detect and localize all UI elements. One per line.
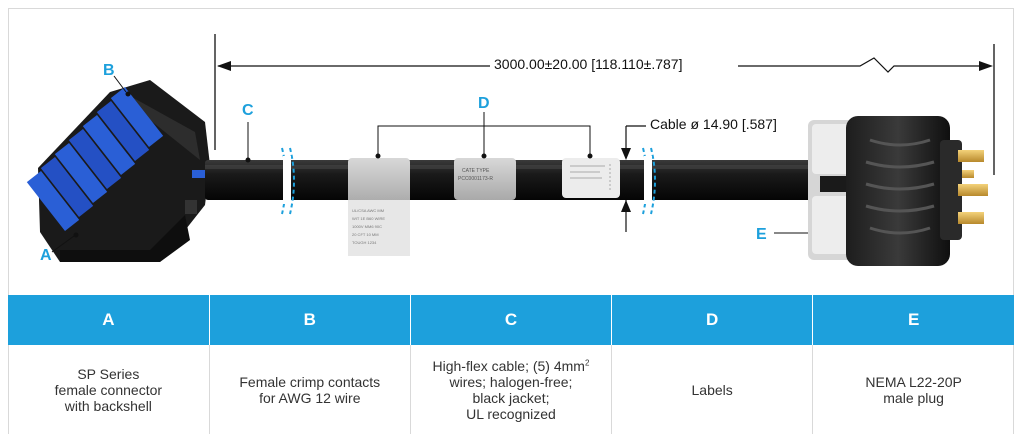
cell-c-line-text: High-flex cable; (5) 4mm — [432, 357, 585, 374]
header-a: A — [8, 295, 210, 345]
cell-c-superscript: 2 — [584, 357, 590, 367]
cable-diameter-dimension — [621, 125, 646, 232]
cable-assembly-drawing: UL/CSA AWC MM WIT 1E B60 WIRE 1000V MM6 … — [26, 34, 995, 266]
header-b: B — [209, 295, 411, 345]
cell-c-line: wires; halogen-free; — [449, 373, 573, 390]
cell-b-line: for AWG 12 wire — [259, 389, 361, 406]
svg-text:1000V MM6 90C: 1000V MM6 90C — [352, 224, 382, 229]
header-c: C — [410, 295, 613, 345]
cell-e-line: NEMA L22-20P — [865, 373, 962, 390]
parts-table-row: SP Series female connector with backshel… — [8, 345, 1014, 434]
sp-series-connector — [26, 80, 210, 262]
svg-text:CATE TYPE: CATE TYPE — [462, 168, 490, 174]
crimp-contacts — [26, 87, 164, 231]
callout-c: C — [242, 102, 254, 119]
parts-table-header-row: A B C D E — [8, 295, 1014, 345]
cell-a-line: female connector — [54, 381, 163, 398]
leader-a — [51, 232, 79, 253]
svg-text:WIT 1E B60 WIRE: WIT 1E B60 WIRE — [352, 216, 385, 221]
header-e: E — [812, 295, 1014, 345]
cell-c-line: black jacket; — [472, 389, 550, 406]
cell-c-line: High-flex cable; (5) 4mm2 — [425, 358, 597, 374]
cable-diameter-label: Cable ø 14.90 [.587] — [646, 116, 781, 132]
cable — [205, 147, 845, 215]
leader-c — [245, 122, 251, 163]
cell-a-line: SP Series — [77, 365, 140, 382]
cable-label-1: UL/CSA AWC MM WIT 1E B60 WIRE 1000V MM6 … — [348, 158, 410, 256]
cell-e-line: male plug — [883, 389, 944, 406]
cell-a-line: with backshell — [64, 397, 152, 414]
cable-label-2: CATE TYPE PCC0001173-R — [454, 158, 516, 200]
cell-c: High-flex cable; (5) 4mm2 wires; halogen… — [410, 345, 613, 434]
cell-d: Labels — [611, 345, 814, 434]
length-dimension-label: 3000.00±20.00 [118.110±.787] — [490, 56, 687, 72]
cable-label-3 — [562, 158, 620, 198]
nema-plug — [808, 116, 988, 266]
cell-e: NEMA L22-20P male plug — [813, 345, 1014, 434]
cell-a: SP Series female connector with backshel… — [8, 345, 210, 434]
cell-b-line: Female crimp contacts — [239, 373, 381, 390]
callout-d: D — [478, 95, 490, 112]
length-dimension — [214, 34, 995, 175]
callout-a: A — [40, 247, 52, 264]
callout-b: B — [103, 62, 115, 79]
svg-text:PCC0001173-R: PCC0001173-R — [458, 176, 493, 182]
callout-e: E — [756, 226, 767, 243]
cell-b: Female crimp contacts for AWG 12 wire — [209, 345, 411, 434]
diagram-frame — [8, 8, 1014, 434]
header-d: D — [611, 295, 814, 345]
svg-text:20 CFT 10 MM: 20 CFT 10 MM — [352, 232, 379, 237]
leader-b — [113, 75, 131, 97]
cell-d-line: Labels — [691, 381, 733, 398]
label-leader-d — [375, 112, 593, 159]
svg-text:UL/CSA AWC MM: UL/CSA AWC MM — [352, 208, 384, 213]
svg-text:TOUGH 1234: TOUGH 1234 — [352, 240, 377, 245]
parts-table: A B C D E SP Series female connector wit… — [8, 295, 1014, 434]
cell-c-line: UL recognized — [466, 405, 556, 422]
